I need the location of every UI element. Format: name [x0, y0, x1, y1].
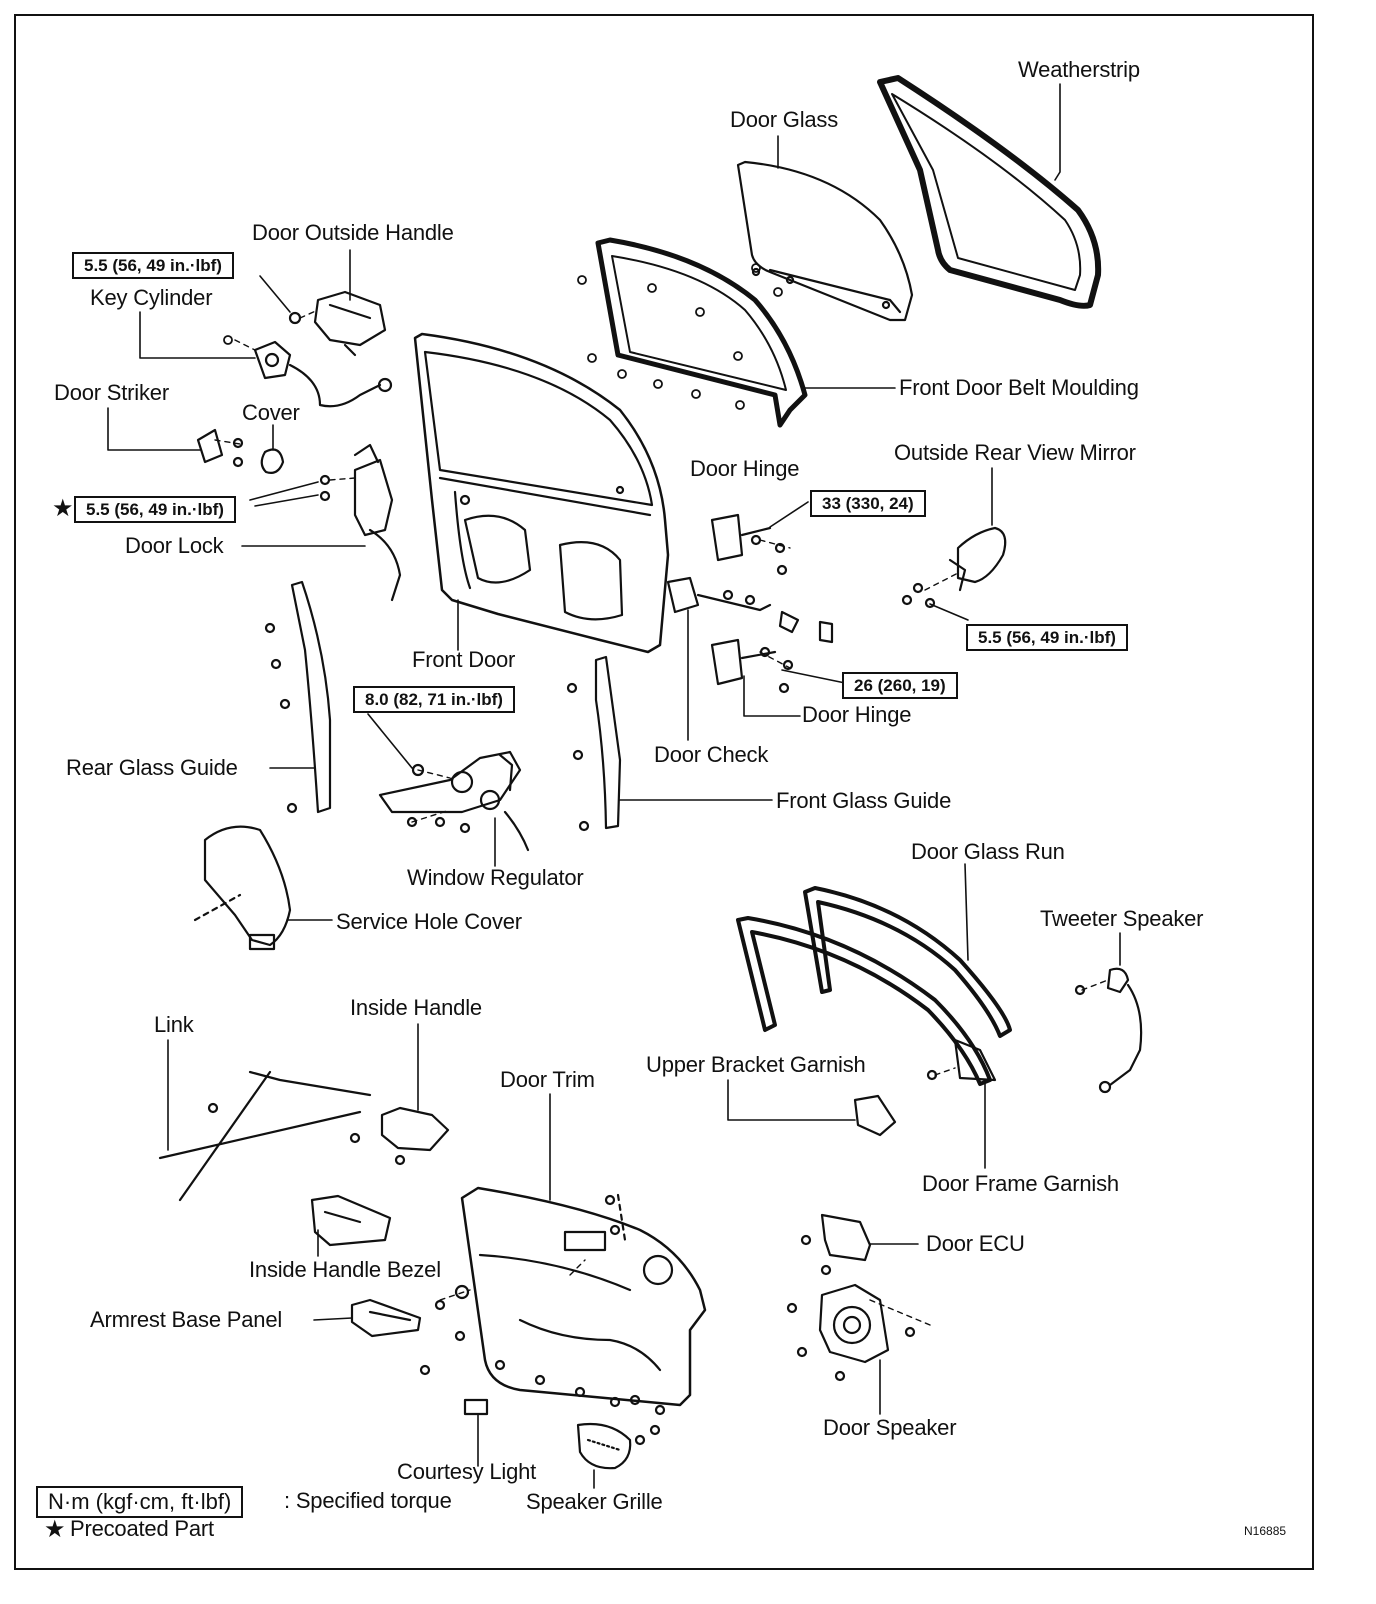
label-rear-glass-guide: Rear Glass Guide — [66, 755, 238, 780]
torque-outside-handle: 5.5 (56, 49 in.·lbf) — [72, 252, 234, 279]
door-hinge-upper-part — [710, 513, 788, 576]
label-door-ecu: Door ECU — [926, 1231, 1025, 1256]
door-hinge-lower-part — [710, 638, 794, 694]
legend-unit-description: : Specified torque — [284, 1488, 452, 1513]
inside-handle-part — [349, 1106, 450, 1166]
label-outside-rear-view-mirror: Outside Rear View Mirror — [894, 440, 1136, 465]
service-hole-cover-part — [193, 825, 292, 951]
label-door-outside-handle: Door Outside Handle — [252, 220, 454, 245]
door-glass-run-part — [803, 886, 1012, 1038]
torque-regulator: 8.0 (82, 71 in.·lbf) — [353, 686, 515, 713]
upper-bracket-garnish-part — [853, 1094, 897, 1137]
figure-id: N16885 — [1244, 1524, 1287, 1538]
key-cylinder-part — [253, 340, 393, 408]
label-courtesy-light: Courtesy Light — [397, 1459, 537, 1484]
front-glass-guide-part — [566, 655, 622, 832]
armrest-base-panel-part — [350, 1298, 422, 1338]
label-door-hinge-upper: Door Hinge — [690, 456, 800, 481]
label-upper-bracket-garnish: Upper Bracket Garnish — [646, 1052, 866, 1077]
outside-mirror-part — [901, 526, 1007, 609]
label-door-lock: Door Lock — [125, 533, 224, 558]
legend-unit-box: N·m (kgf·cm, ft·lbf) — [36, 1486, 244, 1518]
window-regulator-part — [378, 750, 530, 852]
belt-moulding-part — [595, 237, 808, 428]
assembly-dashed-lines — [214, 309, 1109, 1326]
link-part — [158, 1070, 372, 1202]
legend-star-icon: ★ — [44, 1516, 66, 1543]
cover-part — [260, 448, 285, 474]
label-door-trim: Door Trim — [500, 1067, 595, 1092]
weatherstrip-part — [877, 75, 1102, 309]
label-front-door: Front Door — [412, 647, 516, 672]
label-door-glass: Door Glass — [730, 107, 839, 132]
label-door-speaker: Door Speaker — [823, 1415, 957, 1440]
speaker-grille-part — [576, 1422, 632, 1470]
label-service-hole-cover: Service Hole Cover — [336, 909, 522, 934]
label-inside-handle-bezel: Inside Handle Bezel — [249, 1257, 441, 1282]
torque-hinge-lower: 26 (260, 19) — [842, 672, 958, 699]
rear-glass-guide-part — [264, 580, 332, 814]
door-ecu-part — [800, 1213, 872, 1276]
label-inside-handle: Inside Handle — [350, 995, 482, 1020]
label-front-glass-guide: Front Glass Guide — [776, 788, 952, 813]
label-door-striker: Door Striker — [54, 380, 169, 405]
inside-handle-bezel-part — [310, 1194, 392, 1247]
label-front-door-belt-moulding: Front Door Belt Moulding — [899, 375, 1139, 400]
label-door-hinge-lower: Door Hinge — [802, 702, 912, 727]
label-door-frame-garnish: Door Frame Garnish — [922, 1171, 1119, 1196]
label-key-cylinder: Key Cylinder — [90, 285, 213, 310]
screw-group — [223, 263, 783, 410]
label-speaker-grille: Speaker Grille — [526, 1489, 663, 1514]
torque-door-lock: 5.5 (56, 49 in.·lbf) — [74, 496, 236, 523]
front-door-part — [413, 332, 670, 654]
diagram-frame — [14, 14, 1314, 1570]
label-door-check: Door Check — [654, 742, 769, 767]
door-glass-part — [736, 160, 914, 322]
label-window-regulator: Window Regulator — [407, 865, 584, 890]
door-speaker-part — [786, 1283, 916, 1382]
precoated-star-icon: ★ — [52, 495, 74, 522]
label-cover: Cover — [242, 400, 300, 425]
door-check-part — [666, 576, 834, 644]
label-link: Link — [154, 1012, 194, 1037]
courtesy-light-part — [463, 1398, 489, 1416]
leader-lines — [107, 83, 1121, 1489]
door-trim-part — [419, 1186, 707, 1446]
tweeter-speaker-part — [1074, 967, 1143, 1094]
label-door-glass-run: Door Glass Run — [911, 839, 1065, 864]
label-weatherstrip: Weatherstrip — [1018, 57, 1140, 82]
label-tweeter-speaker: Tweeter Speaker — [1040, 906, 1204, 931]
legend-precoated-part: Precoated Part — [70, 1516, 214, 1541]
torque-mirror: 5.5 (56, 49 in.·lbf) — [966, 624, 1128, 651]
door-striker-part — [196, 428, 244, 468]
door-lock-part — [319, 443, 402, 602]
label-armrest-base-panel: Armrest Base Panel — [90, 1307, 283, 1332]
door-outside-handle-part — [288, 290, 387, 357]
torque-hinge-upper: 33 (330, 24) — [810, 490, 926, 517]
